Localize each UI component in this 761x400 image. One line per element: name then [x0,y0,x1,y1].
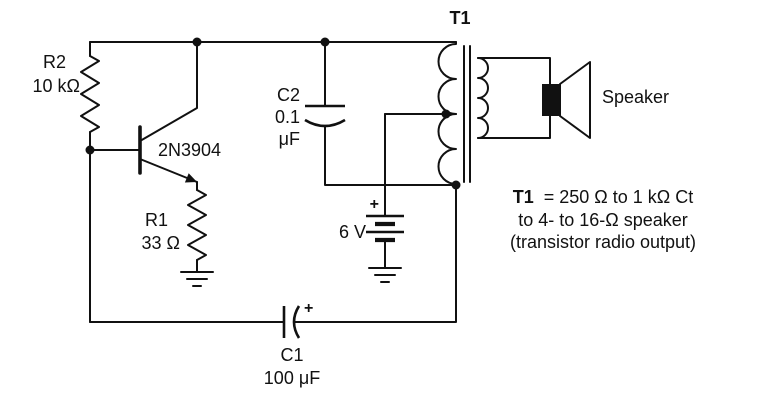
battery-ground-icon [368,267,402,283]
wire-secondary-top-lead [477,57,551,85]
notes-line-1-rest: = 250 Ω to 1 kΩ Ct [544,187,693,207]
wires [89,41,551,323]
wire-c2-bottom-mid [324,125,457,186]
notes-block: T1 = 250 Ω to 1 kΩ Ct to 4- to 16-Ω spea… [510,187,696,252]
secondary-winding [477,57,489,139]
wire-bottom-rail [89,184,457,323]
battery-value: 6 V [339,222,366,242]
junction-dot [441,109,451,119]
junction-dot [320,37,330,47]
speaker-cone [559,61,591,139]
notes-line-3: (transistor radio output) [510,232,696,252]
r2-resistor: R2 10 kΩ [33,52,100,133]
c2-label: C2 [277,85,300,105]
primary-winding [437,41,457,186]
notes-t1-ref: T1 [513,187,534,207]
core-lines [463,45,471,183]
resistor-zigzag [80,55,100,133]
battery-plus-sign: + [370,196,379,213]
speaker-icon: Speaker [542,61,669,139]
c1-plate-right [292,305,301,339]
t1-label: T1 [449,8,470,28]
r2-label: R2 [43,52,66,72]
speaker-driver [542,84,560,116]
c1-label: C1 [280,345,303,365]
emitter-arrow-icon [184,173,197,183]
junction-dot [85,145,95,155]
ground-lines [368,267,402,283]
c2-unit: μF [279,129,300,149]
t1-transformer: T1 [437,8,489,186]
battery-6v: + 6 V [339,196,404,243]
junction-dots [85,37,461,190]
notes-line-1: T1 = 250 Ω to 1 kΩ Ct [513,187,694,207]
junction-dot [451,180,461,190]
resistor-zigzag [187,189,207,261]
transistor-label: 2N3904 [158,140,221,160]
r2-value: 10 kΩ [33,76,80,96]
r1-value: 33 Ω [142,233,180,253]
r1-resistor: R1 33 Ω [142,189,207,261]
c1-capacitor: + C1 100 μF [264,300,320,388]
c2-value: 0.1 [275,107,300,127]
c1-value: 100 μF [264,368,320,388]
c2-plate-bottom [304,118,346,128]
c1-plus-sign: + [304,300,313,317]
r1-ground-icon [180,271,214,287]
ground-lines [180,271,214,287]
notes-line-2: to 4- to 16-Ω speaker [518,210,688,230]
wire-collector [139,41,198,142]
r1-label: R1 [145,210,168,230]
junction-dot [192,37,202,47]
speaker-label: Speaker [602,87,669,107]
c2-capacitor: C2 0.1 μF [275,85,346,149]
wire-secondary-bottom-lead [477,115,551,139]
transistor-2n3904: 2N3904 [138,125,221,183]
